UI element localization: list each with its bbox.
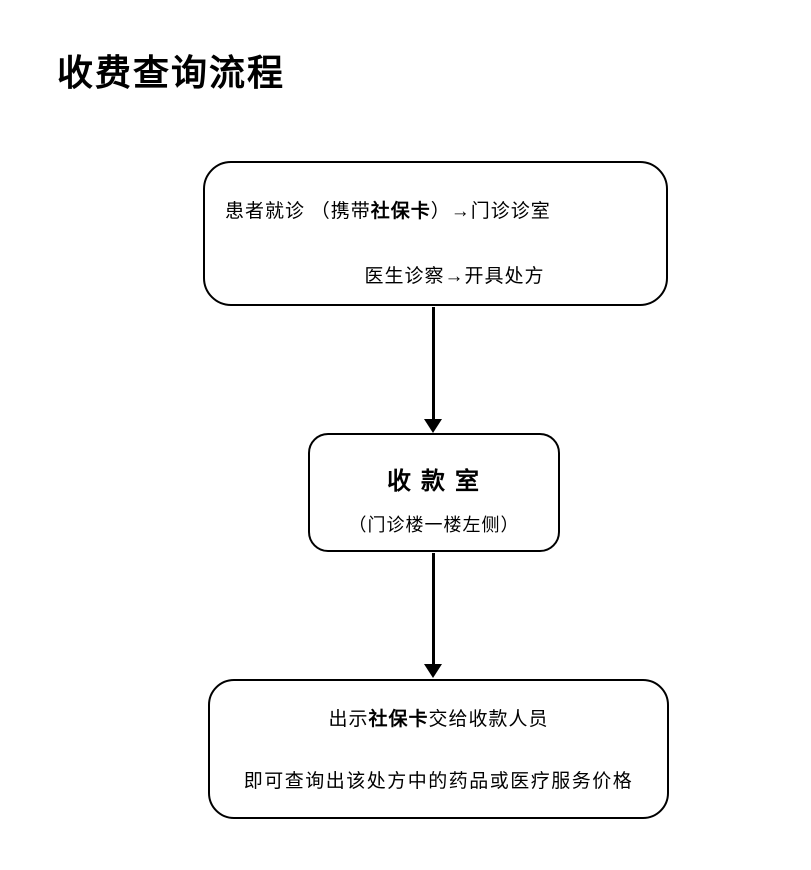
flow-node-price-inquiry: 出示社保卡交给收款人员 即可查询出该处方中的药品或医疗服务价格 <box>208 679 669 819</box>
page-title: 收费查询流程 <box>57 53 286 93</box>
node3-line1-social-card: 社保卡 <box>368 709 429 730</box>
arrow-down-icon <box>424 419 442 433</box>
node3-line1: 出示社保卡交给收款人员 <box>210 704 667 731</box>
flow-node-patient-visit: 患者就诊 （携带社保卡）→门诊诊室 医生诊察→开具处方 <box>203 161 668 306</box>
flow-arrow-1 <box>423 307 443 433</box>
arrow-shaft <box>431 553 435 664</box>
flow-node-cashier-room: 收 款 室 （门诊楼一楼左侧） <box>308 433 560 552</box>
node3-line1-prefix: 出示 <box>328 709 369 730</box>
node2-subtitle: （门诊楼一楼左侧） <box>348 515 520 535</box>
flow-arrow-2 <box>423 553 443 678</box>
node1-line1-social-card: 社保卡 <box>370 201 431 222</box>
node1-line1-prefix: 患者就诊 （携带 <box>225 201 371 222</box>
node3-line1-suffix: 交给收款人员 <box>428 709 549 730</box>
arrow-down-icon <box>424 664 442 678</box>
node3-line2: 即可查询出该处方中的药品或医疗服务价格 <box>243 771 634 792</box>
node1-line2: 医生诊察→开具处方 <box>364 266 545 287</box>
node1-line1: 患者就诊 （携带社保卡）→门诊诊室 <box>225 196 551 223</box>
node2-title: 收 款 室 <box>387 469 481 495</box>
arrow-shaft <box>431 307 435 419</box>
node1-line1-suffix: ）→门诊诊室 <box>430 201 551 222</box>
